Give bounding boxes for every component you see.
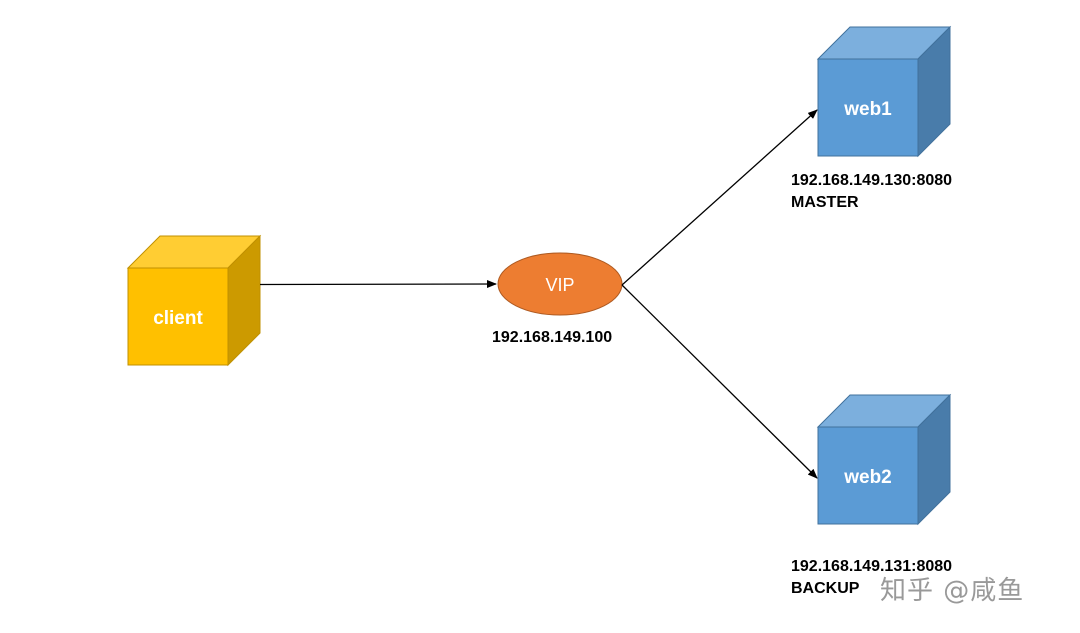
client-to-vip-arrow [259, 280, 497, 289]
client-cube-front [127, 267, 229, 366]
web2-node: web2 [816, 393, 952, 526]
vip-to-web2-arrow [621, 284, 818, 479]
vip-ellipse [497, 252, 623, 316]
web1-node: web1 [816, 25, 952, 158]
web2-role-label: BACKUP [791, 580, 860, 597]
vip-to-web1-arrow [621, 109, 818, 286]
web1-cube-front [817, 58, 919, 157]
client-node: client [126, 234, 262, 367]
web1-label: web1 [843, 99, 892, 120]
web2-cube-front [817, 426, 919, 525]
web1-role-label: MASTER [791, 194, 859, 211]
vip-label: VIP [545, 275, 574, 295]
client-label: client [153, 308, 203, 329]
web2-address-label: 192.168.149.131:8080 [791, 558, 953, 575]
vip-address-label: 192.168.149.100 [492, 329, 613, 346]
web1-address-label: 192.168.149.130:8080 [791, 172, 953, 189]
vip-node: VIP [497, 252, 623, 316]
web2-label: web2 [843, 467, 892, 488]
watermark: 知乎 @咸鱼 [880, 576, 1025, 606]
